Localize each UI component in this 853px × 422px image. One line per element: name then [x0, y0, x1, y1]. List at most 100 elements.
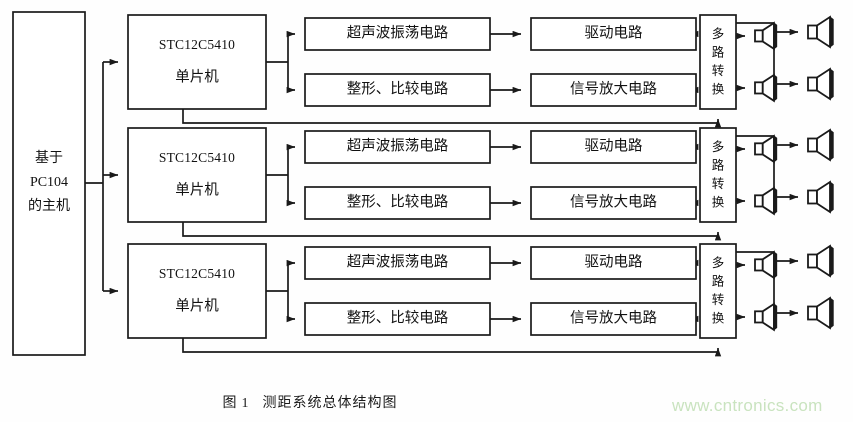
label-ultrasonic-oscillator-2: 超声波振荡电路: [347, 136, 449, 154]
transducer-face: [773, 21, 778, 50]
transducer-face: [773, 250, 778, 279]
mux-to-outer-spk1-1: [773, 23, 799, 36]
block-drive-circuit-3: [530, 246, 697, 280]
transducer-1-1: [754, 21, 778, 51]
block-drive-circuit-1: [530, 17, 697, 51]
mux-to-outer-spk1-2: [773, 136, 799, 149]
transducer-1-2: [754, 73, 778, 103]
transducer-body: [807, 305, 818, 321]
mux-block-2: [699, 127, 737, 223]
transducer-body: [754, 258, 764, 272]
mux-char-2-4: 换: [712, 195, 725, 209]
label-drive-circuit-2: 驱动电路: [585, 137, 643, 154]
transducer-horn: [816, 15, 831, 49]
mcu-block-1: [127, 14, 267, 110]
transducer-face: [829, 296, 834, 330]
transducer-face: [829, 15, 834, 49]
transducer-horn: [761, 302, 775, 332]
label-signal-amplifier-1: 信号放大电路: [570, 80, 657, 97]
transducer-3-4: [807, 296, 834, 330]
transducer-1-4: [807, 67, 834, 101]
mcu-to-osc-1: [286, 30, 296, 62]
block-signal-amplifier-3: [530, 302, 697, 336]
transducer-horn: [816, 128, 831, 162]
mcu-type-3: 单片机: [175, 297, 219, 314]
transducer-body: [754, 81, 764, 95]
mux-char-2-1: 多: [712, 140, 725, 154]
transducer-face: [773, 73, 778, 102]
mcu-block-2: [127, 127, 267, 223]
mcu-part-2: STC12C5410: [159, 150, 235, 165]
host-label-line-1: 基于: [35, 149, 63, 166]
mux-feedback-2: [182, 222, 722, 241]
mcu-block-3: [127, 243, 267, 339]
block-shaping-comparator-3: [304, 302, 491, 336]
label-ultrasonic-oscillator-3: 超声波振荡电路: [347, 252, 449, 270]
mux-to-outer-spk1-3: [773, 252, 799, 265]
transducer-1-3: [807, 15, 834, 49]
mcu-type-2: 单片机: [175, 181, 219, 198]
transducer-body: [754, 310, 764, 324]
transducer-face: [829, 67, 834, 101]
block-shaping-comparator-1: [304, 73, 491, 107]
mux-block-3: [699, 243, 737, 339]
mux-block-1: [699, 14, 737, 110]
transducer-body: [754, 194, 764, 208]
transducer-body: [807, 253, 818, 269]
transducer-horn: [816, 67, 831, 101]
transducer-body: [754, 29, 764, 43]
transducer-2-1: [754, 134, 778, 164]
mux-char-2-2: 路: [712, 157, 725, 172]
label-ultrasonic-oscillator-1: 超声波振荡电路: [347, 23, 449, 41]
transducer-3-1: [754, 250, 778, 280]
transducer-face: [773, 134, 778, 163]
block-signal-amplifier-2: [530, 186, 697, 220]
transducer-horn: [761, 250, 775, 280]
mux-char-1-2: 路: [712, 44, 725, 59]
block-signal-amplifier-1: [530, 73, 697, 107]
transducer-face: [829, 180, 834, 214]
block-drive-circuit-2: [530, 130, 697, 164]
mcu-part-3: STC12C5410: [159, 266, 235, 281]
label-signal-amplifier-2: 信号放大电路: [570, 193, 657, 210]
mux-char-1-1: 多: [712, 27, 725, 41]
label-drive-circuit-3: 驱动电路: [585, 253, 643, 270]
mux-feedback-1: [182, 109, 722, 128]
transducer-face: [773, 186, 778, 215]
transducer-3-3: [807, 244, 834, 278]
label-shaping-comparator-2: 整形、比较电路: [347, 192, 449, 210]
block-ultrasonic-oscillator-2: [304, 130, 491, 164]
mux-char-3-4: 换: [712, 311, 725, 325]
transducer-horn: [816, 180, 831, 214]
label-drive-circuit-1: 驱动电路: [585, 24, 643, 41]
host-label-line-2: PC104: [30, 175, 68, 190]
transducer-body: [754, 142, 764, 156]
mux-char-3-3: 转: [712, 292, 725, 307]
transducer-body: [807, 76, 818, 92]
label-shaping-comparator-1: 整形、比较电路: [347, 79, 449, 97]
transducer-face: [829, 128, 834, 162]
caption-title: 测距系统总体结构图: [262, 396, 398, 411]
mcu-part-1: STC12C5410: [159, 37, 235, 52]
host-block: [12, 11, 86, 356]
transducer-horn: [816, 296, 831, 330]
caption-number: 1: [241, 396, 250, 411]
mcu-to-shaping-3: [286, 291, 296, 323]
mcu-to-shaping-1: [286, 62, 296, 94]
block-shaping-comparator-2: [304, 186, 491, 220]
transducer-2-3: [807, 128, 834, 162]
transducer-face: [773, 302, 778, 331]
block-rectangles: [12, 11, 737, 356]
mux-char-3-1: 多: [712, 256, 725, 270]
transducer-horn: [761, 21, 775, 51]
block-labels: 基于PC104的主机STC12C5410单片机超声波振荡电路驱动电路整形、比较电…: [28, 23, 725, 326]
mux-char-3-2: 路: [712, 273, 725, 288]
mcu-type-1: 单片机: [175, 68, 219, 85]
transducer-body: [807, 24, 818, 40]
label-shaping-comparator-3: 整形、比较电路: [347, 308, 449, 326]
transducer-body: [807, 137, 818, 153]
mcu-to-osc-3: [286, 259, 296, 291]
